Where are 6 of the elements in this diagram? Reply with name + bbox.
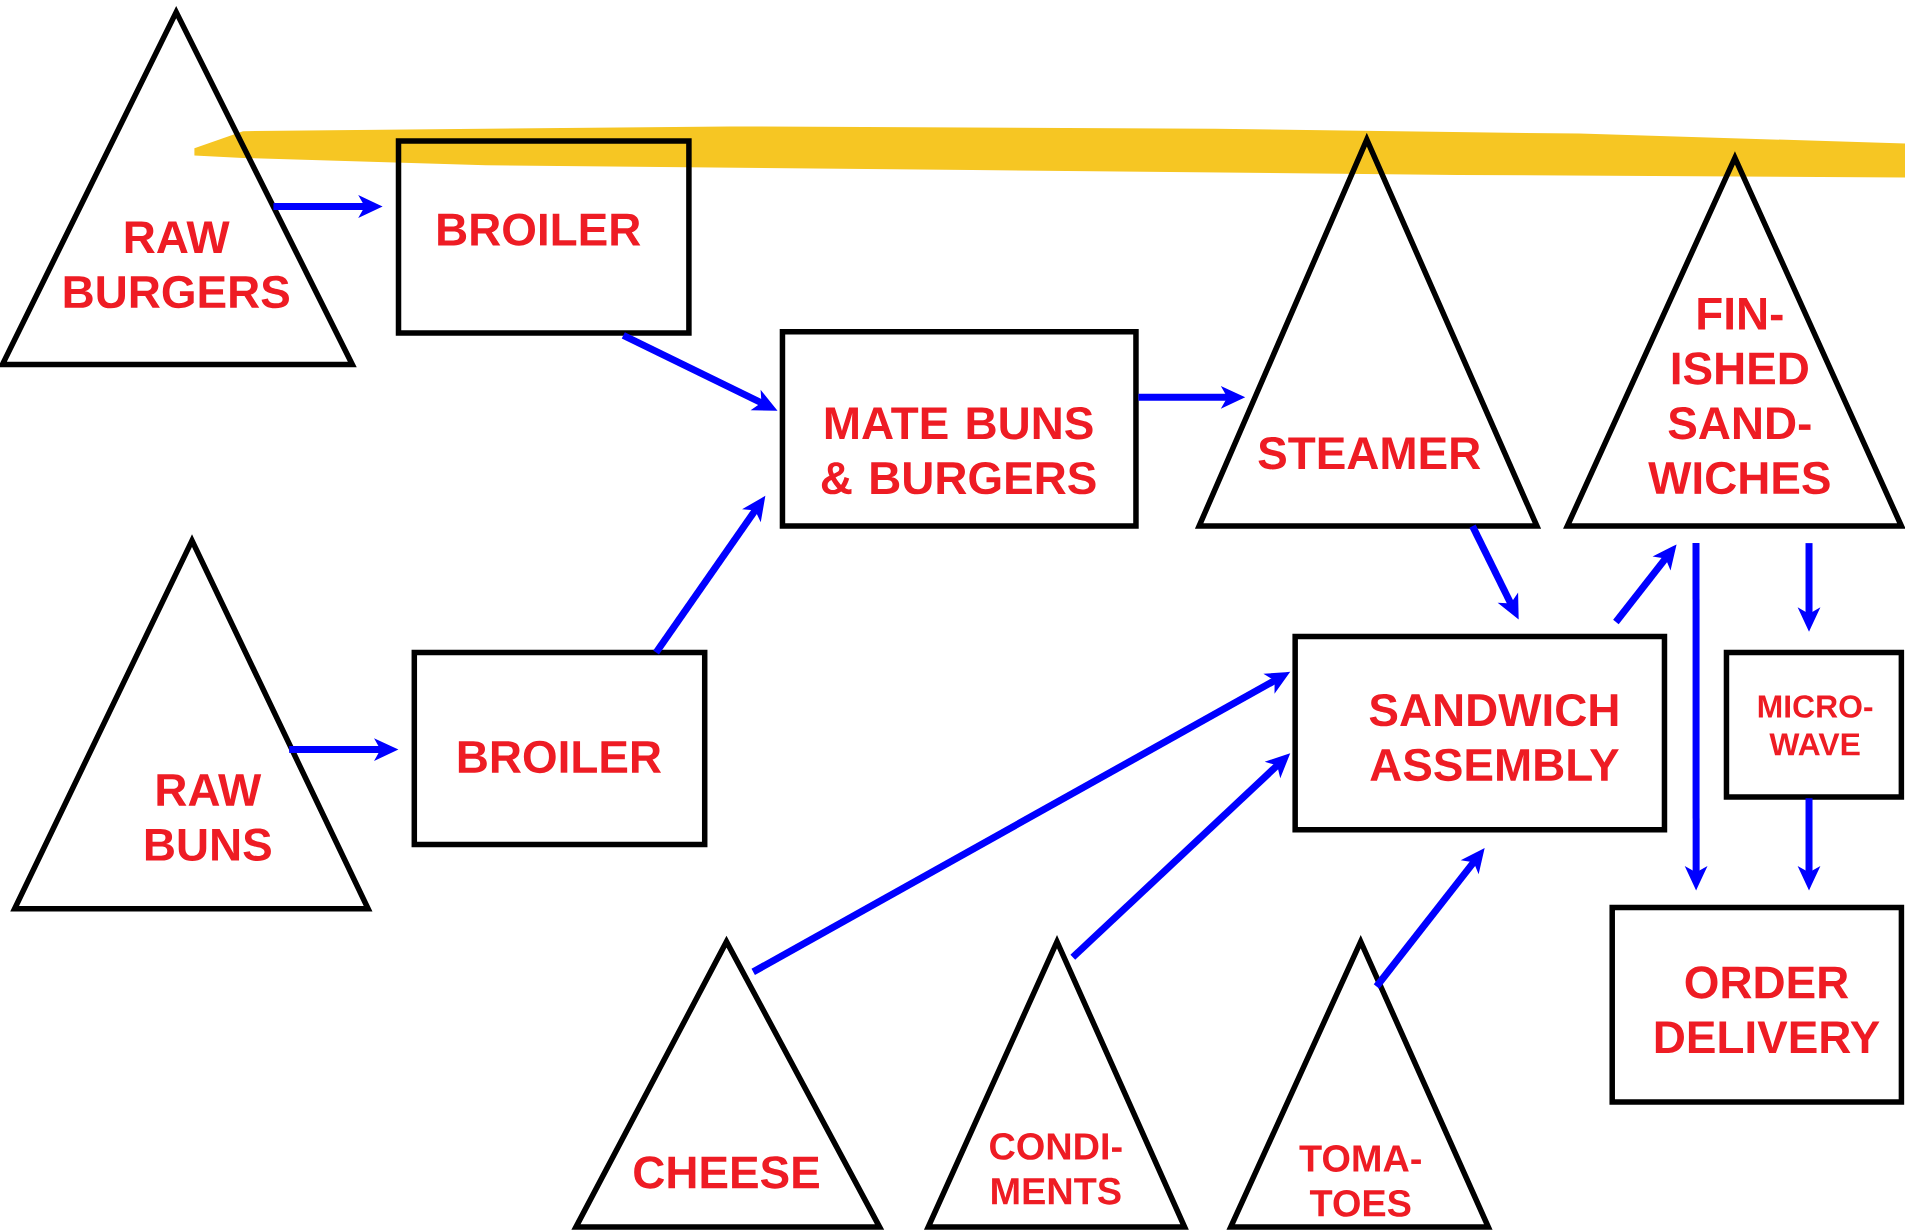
process-box: BROILER [411, 649, 708, 848]
process-box: SANDWICH ASSEMBLY [1292, 633, 1668, 833]
process-box: ORDER DELIVERY [1609, 904, 1905, 1105]
process-box: BROILER [395, 138, 692, 336]
process-box: MICRO- WAVE [1723, 649, 1905, 800]
process-box: MATE BUNS & BURGERS [779, 328, 1139, 529]
